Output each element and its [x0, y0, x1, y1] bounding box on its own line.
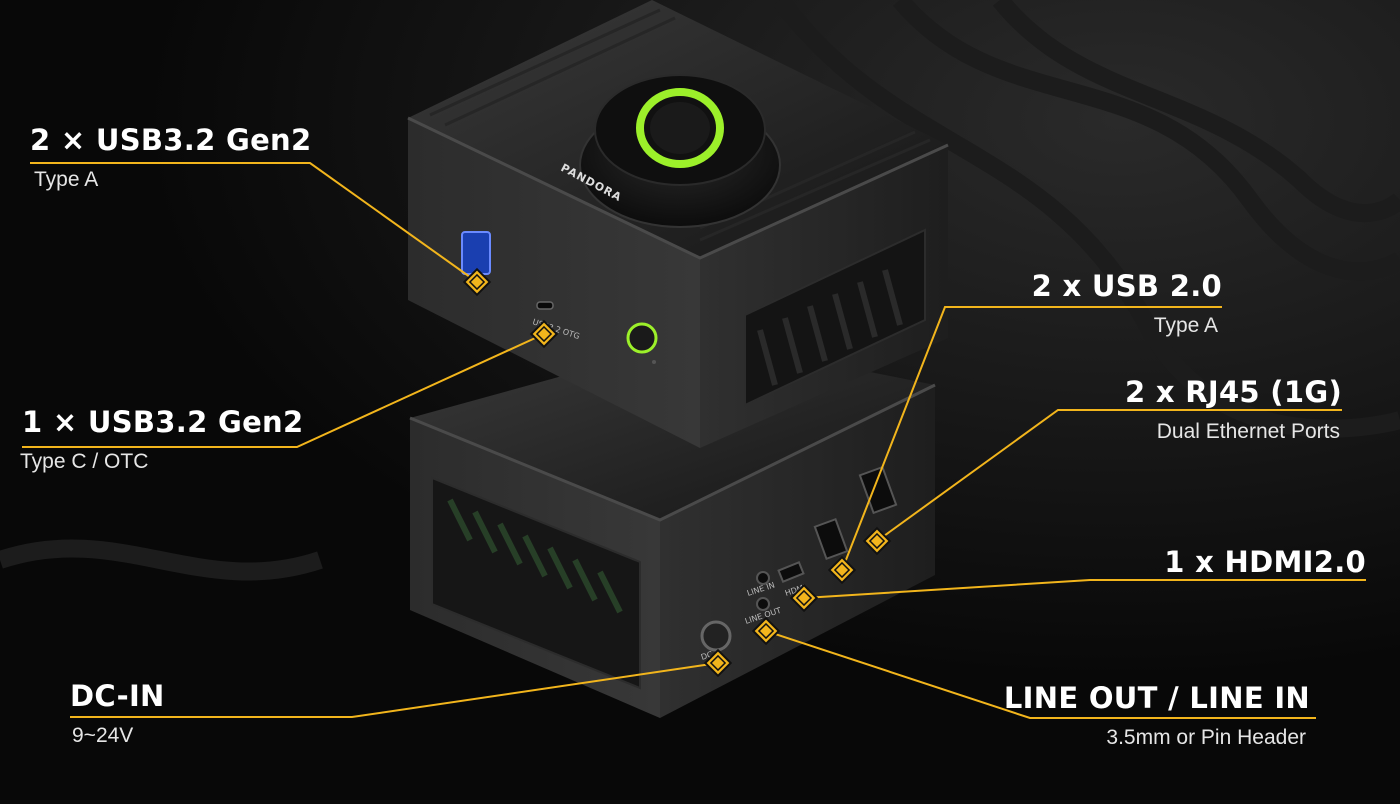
- leader-line-audio: [765, 630, 1316, 719]
- upper-unit: PANDORA USB3.2 OTG: [407, 0, 949, 448]
- marker-inner-rj45: [868, 532, 886, 550]
- marker-audio: [751, 616, 781, 646]
- leader-line-rj45: [876, 409, 1342, 542]
- leader-line-usb20: [841, 306, 1222, 571]
- background-waves: [0, 0, 1400, 581]
- callout-subtitle: Type A: [1153, 314, 1218, 337]
- marker-rj45: [862, 526, 892, 556]
- callout-title: DC-IN: [70, 679, 165, 713]
- line-out-port: [756, 597, 770, 611]
- callout-subtitle: Type C / OTC: [20, 450, 149, 473]
- rj45-ports: [858, 465, 898, 515]
- callout-hdmi: 1 x HDMI2.0: [1164, 548, 1366, 577]
- upper-vent: [744, 228, 926, 407]
- marker-inner-audio: [757, 622, 775, 640]
- callout-usb32-typea: 2 × USB3.2 Gen2 Type A: [30, 123, 312, 191]
- marker-inner-usb20: [833, 561, 851, 579]
- callout-dc-in: DC-IN 9~24V: [70, 679, 165, 747]
- callout-lines: [22, 162, 1366, 719]
- line-in-port: [756, 571, 770, 585]
- callout-rj45: 2 x RJ45 (1G) Dual Ethernet Ports: [1124, 375, 1342, 443]
- usb-typec-port: [536, 301, 554, 310]
- callout-subtitle: Dual Ethernet Ports: [1156, 420, 1340, 443]
- callout-title: LINE OUT / LINE IN: [1003, 681, 1310, 715]
- dc-jack-port: [700, 620, 732, 652]
- callout-title: 2 × USB3.2 Gen2: [30, 123, 312, 157]
- callout-subtitle: 9~24V: [72, 724, 134, 747]
- callout-title: 2 x USB 2.0: [1031, 269, 1222, 303]
- lower-vent: [431, 476, 641, 690]
- callout-subtitle: 3.5mm or Pin Header: [1106, 726, 1306, 749]
- callout-usb32-typec: 1 × USB3.2 Gen2 Type C / OTC: [20, 405, 304, 473]
- callout-title: 2 x RJ45 (1G): [1124, 375, 1342, 409]
- callout-title: 1 × USB3.2 Gen2: [22, 405, 304, 439]
- leader-line-hdmi: [803, 579, 1366, 599]
- marker-usb32-typea: [462, 267, 492, 297]
- callout-audio: LINE OUT / LINE IN 3.5mm or Pin Header: [1003, 681, 1310, 749]
- usb32-typea-ports: [461, 231, 491, 275]
- marker-inner-usb32-typea: [468, 273, 486, 291]
- marker-inner-dc-in: [709, 654, 727, 672]
- marker-usb20: [827, 555, 857, 585]
- leader-line-usb32-typea: [30, 162, 478, 283]
- power-cap: [579, 74, 781, 228]
- callout-subtitle: Type A: [34, 168, 99, 191]
- power-button: [626, 322, 658, 354]
- usb2-ports: [813, 517, 849, 561]
- leader-line-usb32-typec: [22, 333, 545, 448]
- marker-inner-hdmi: [795, 589, 813, 607]
- hdmi-port: [777, 561, 805, 583]
- marker-dc-in: [703, 648, 733, 678]
- callout-title: 1 x HDMI2.0: [1164, 545, 1366, 579]
- callout-usb20: 2 x USB 2.0 Type A: [1031, 269, 1222, 337]
- marker-inner-usb32-typec: [535, 325, 553, 343]
- marker-usb32-typec: [529, 319, 559, 349]
- leader-line-dc-in: [70, 662, 719, 718]
- marker-hdmi: [789, 583, 819, 613]
